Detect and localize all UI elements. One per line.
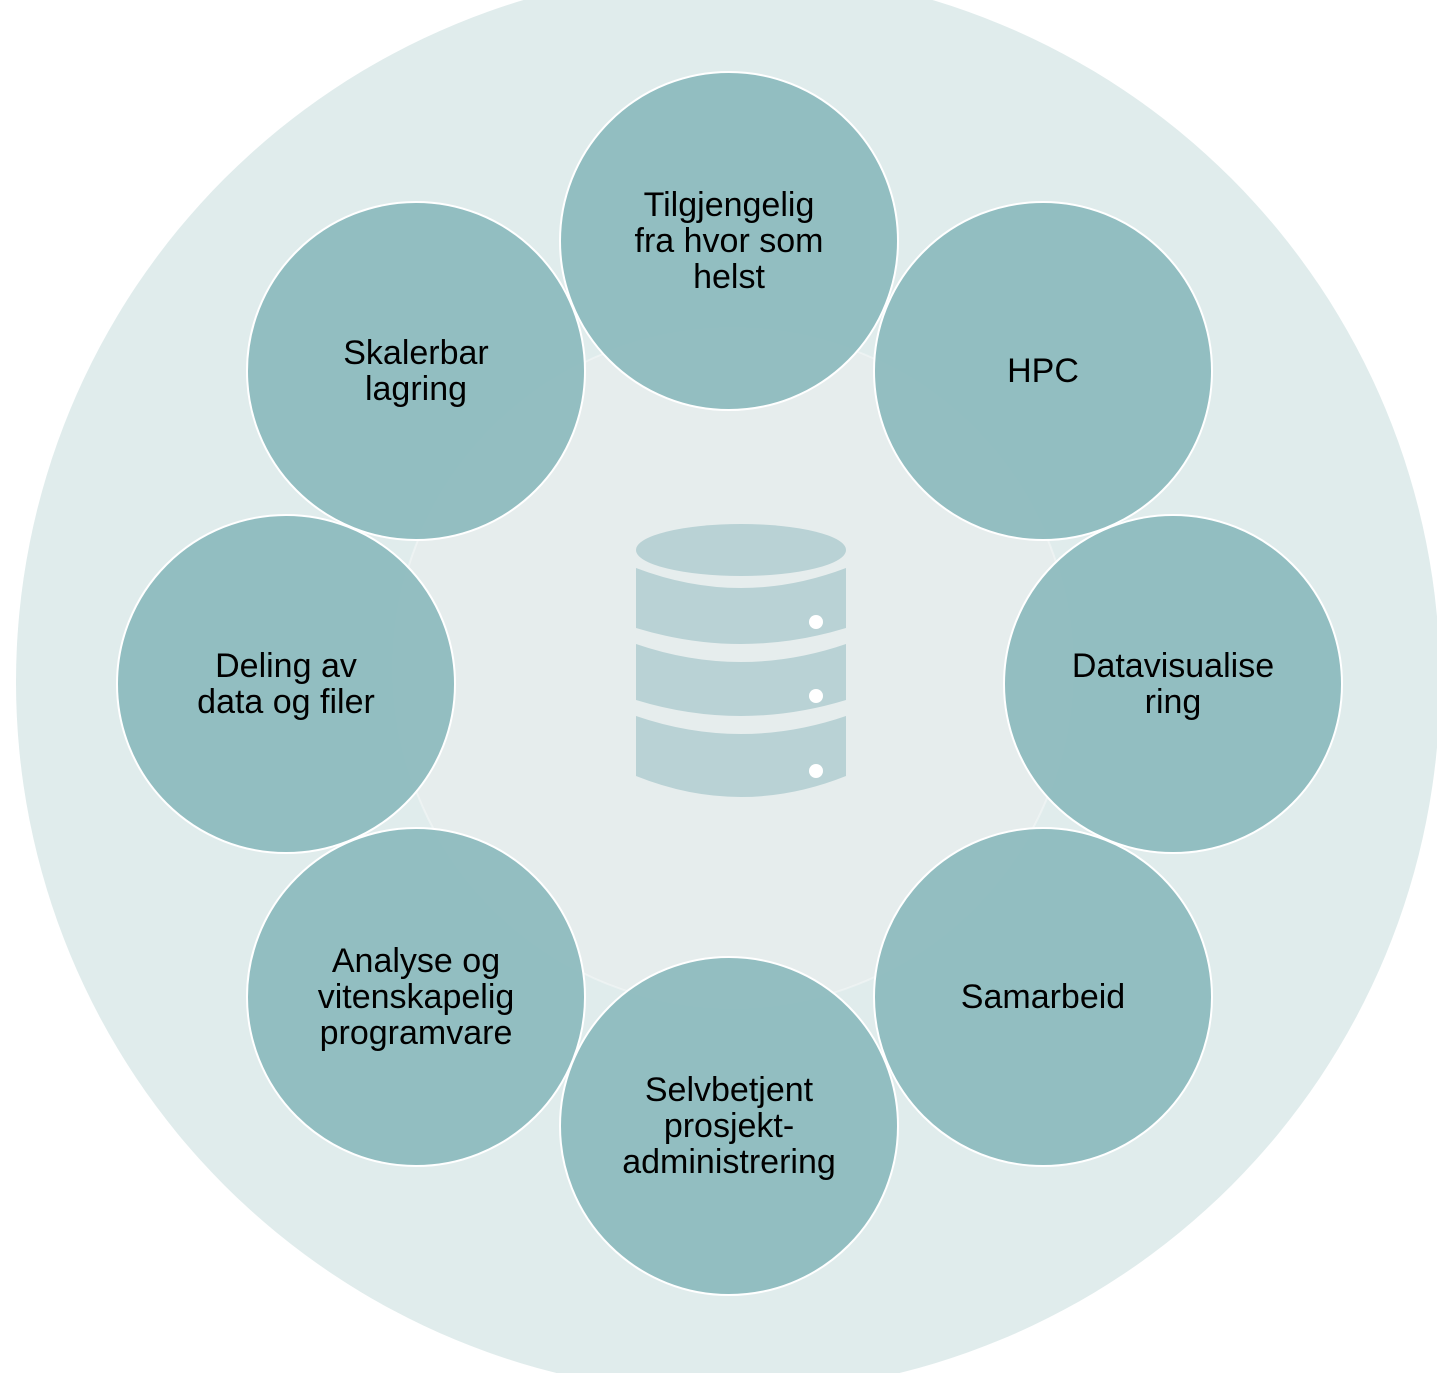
- petal-samarbeid: Samarbeid: [873, 827, 1213, 1167]
- petal-label: Selvbetjent prosjekt- administrering: [622, 1071, 836, 1181]
- petal-label: Skalerbar lagring: [343, 334, 489, 408]
- petal-label: Deling av data og filer: [197, 647, 375, 721]
- petal-analyse: Analyse og vitenskapelig programvare: [246, 827, 586, 1167]
- petal-datavisualisering: Datavisualise ring: [1003, 514, 1343, 854]
- database-icon: [636, 524, 846, 797]
- petal-hpc: HPC: [873, 201, 1213, 541]
- petal-skalerbar: Skalerbar lagring: [246, 201, 586, 541]
- petal-label: Datavisualise ring: [1071, 647, 1275, 721]
- petal-deling: Deling av data og filer: [116, 514, 456, 854]
- petal-selvbetjent: Selvbetjent prosjekt- administrering: [559, 956, 899, 1296]
- petal-label: Samarbeid: [960, 978, 1126, 1016]
- petal-label: HPC: [1007, 352, 1079, 390]
- petal-tilgjengelig: Tilgjengelig fra hvor som helst: [559, 71, 899, 411]
- petal-label: Tilgjengelig fra hvor som helst: [634, 186, 824, 296]
- petal-label: Analyse og vitenskapelig programvare: [317, 942, 515, 1052]
